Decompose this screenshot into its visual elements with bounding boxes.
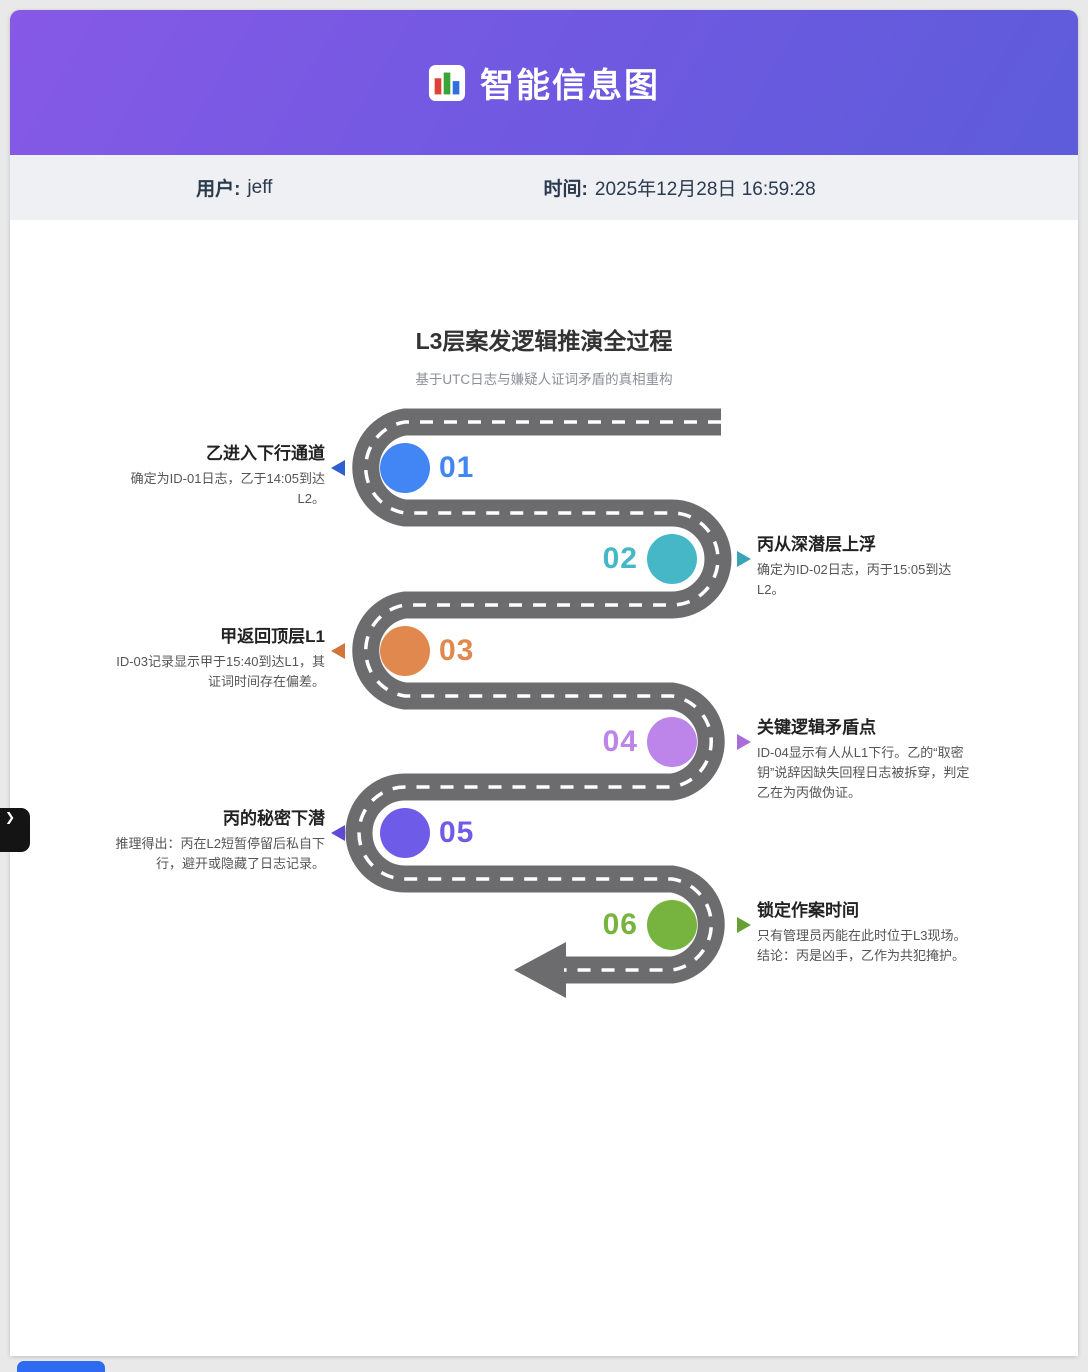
step-desc: ID-04显示有人从L1下行。乙的“取密钥”说辞因缺失回程日志被拆穿，判定乙在为… [757,744,970,800]
step-number: 01 [439,450,475,484]
meta-user: 用户: jeff [10,155,459,220]
step-number: 03 [439,633,475,667]
user-value: jeff [247,176,273,198]
meta-time: 时间: 2025年12月28日 16:59:28 [459,155,1078,220]
infographic-card: 智能信息图 用户: jeff 时间: 2025年12月28日 16:59:28 … [10,10,1078,1356]
step-circle [380,442,430,493]
side-drawer-handle[interactable]: ❯ [0,808,30,852]
meta-bar: 用户: jeff 时间: 2025年12月28日 16:59:28 [10,155,1078,220]
timeline-road [345,408,732,998]
infographic-subtitle: 基于UTC日志与嫌疑人证词矛盾的真相重构 [415,372,673,387]
step-pointer [737,551,751,567]
step-number: 05 [439,816,475,849]
step-pointer [737,916,751,933]
step-circle [647,899,697,950]
step-pointer [331,825,345,841]
step-circle [647,716,697,767]
infographic-title: L3层案发逻辑推演全过程 [415,328,673,354]
step-circle [380,625,430,676]
step-text-block: 关键逻辑矛盾点 ID-04显示有人从L1下行。乙的“取密钥”说辞因缺失回程日志被拆… [757,713,977,803]
step-desc: 确定为ID-02日志，丙于15:05到达L2。 [757,562,952,598]
step-desc: 确定为ID-01日志，乙于14:05到达L2。 [130,470,325,506]
user-label: 用户: [196,179,241,200]
step-title: 关键逻辑矛盾点 [757,717,876,737]
step-circle [647,534,697,584]
step-text-block: 锁定作案时间只有管理员丙能在此时位于L3现场。结论：丙是凶手，乙作为共犯掩护。 [757,896,977,966]
infographic-canvas: L3层案发逻辑推演全过程 基于UTC日志与嫌疑人证词矛盾的真相重构 01 乙进入下… [10,220,1078,1356]
step-number: 02 [602,542,638,575]
step-desc: 推理得出：丙在L2短暂停留后私自下行，避开或隐藏了日志记录。 [115,836,325,872]
step-pointer [737,733,751,750]
road-outline [345,408,732,984]
bottom-left-peek-button[interactable] [17,1361,105,1372]
step-pointer [331,642,345,659]
time-label: 时间: [543,179,588,200]
step-title: 锁定作案时间 [757,900,859,920]
chevron-right-icon: ❯ [5,810,16,824]
step-text-block: 丙从深潜层上浮确定为ID-02日志，丙于15:05到达L2。 [757,530,977,600]
page-title: 智能信息图 [480,67,660,105]
step-number: 06 [602,907,638,941]
time-value: 2025年12月28日 16:59:28 [594,179,816,200]
step-pointer [331,459,345,476]
bar-chart-icon [428,64,466,101]
page-header: 智能信息图 [10,10,1078,155]
step-desc: 只有管理员丙能在此时位于L3现场。结论：丙是凶手，乙作为共犯掩护。 [757,927,967,963]
step-text-block: 丙的秘密下潜推理得出：丙在L2短暂停留后私自下行，避开或隐藏了日志记录。 [105,804,325,874]
step-title: 丙的秘密下潜 [223,809,325,828]
step-title: 甲返回顶层L1 [220,626,325,646]
step-title: 乙进入下行通道 [206,443,325,463]
step-title: 丙从深潜层上浮 [757,535,876,554]
step-text-block: 乙进入下行通道确定为ID-01日志，乙于14:05到达L2。 [105,439,325,509]
road-arrowhead [514,942,566,998]
step-number: 04 [602,724,638,758]
step-desc: ID-03记录显示甲于15:40到达L1，其证词时间存在偏差。 [116,653,325,689]
step-circle [380,808,430,858]
